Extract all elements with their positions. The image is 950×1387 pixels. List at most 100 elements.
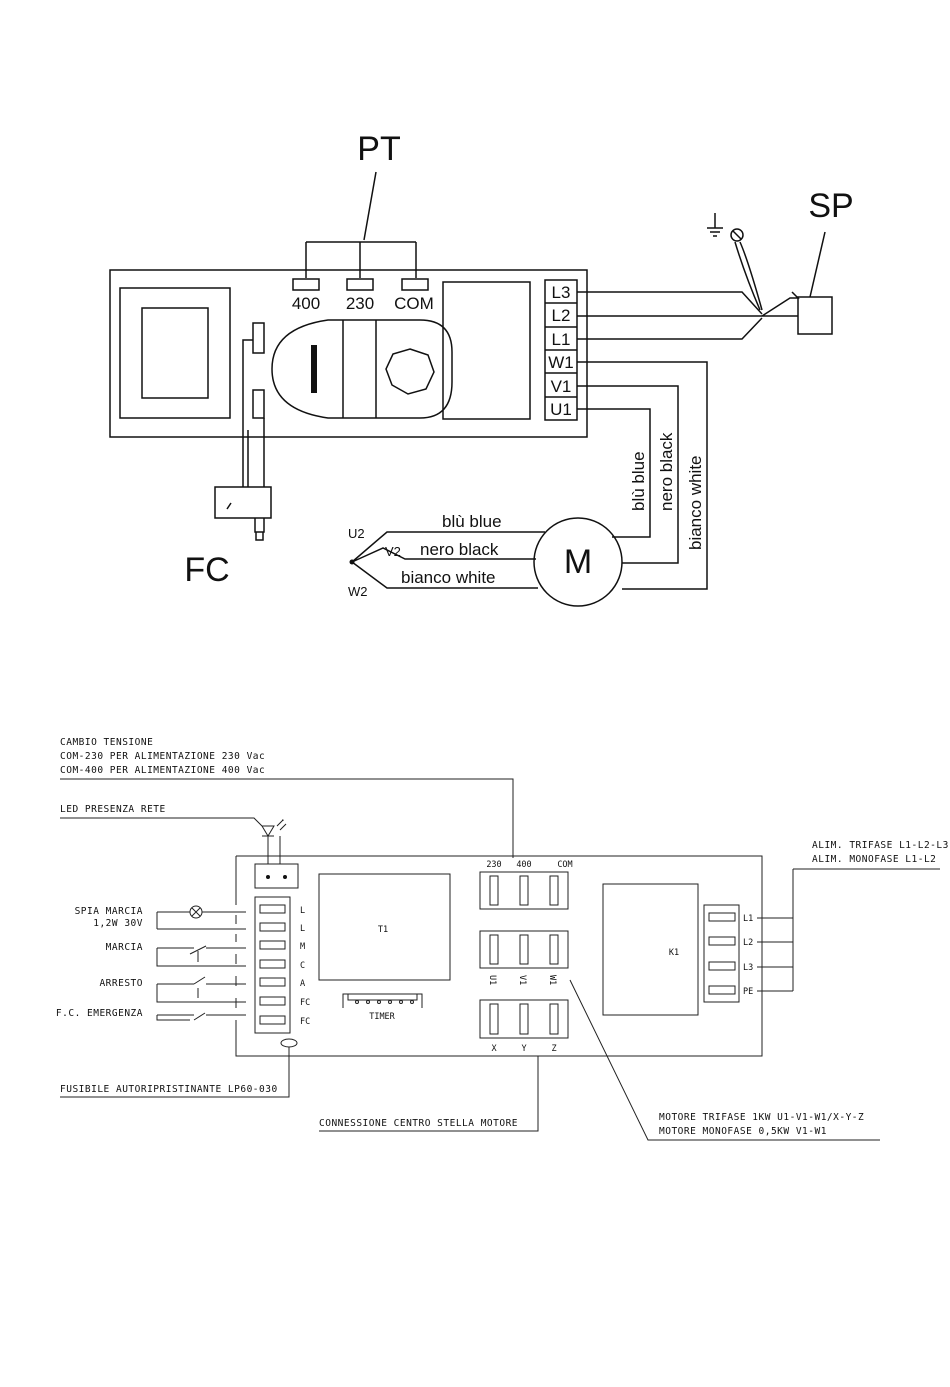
wire-label-black-h: nero black	[420, 540, 499, 559]
contactor-k1	[602, 883, 699, 1016]
wire-label-white-h: bianco white	[401, 568, 496, 587]
terminal-v1: V1	[551, 377, 572, 396]
motore-leader	[569, 979, 880, 1141]
motor-end-v2: V2	[385, 544, 401, 559]
top-diagram: PT SP FC 400 230 COM L3 L2 L1 W1	[109, 130, 854, 607]
motor-end-w2: W2	[348, 584, 368, 599]
spia-rating-label: 1,2W 30V	[93, 918, 143, 929]
led-pin-1	[266, 875, 270, 879]
fc-emergenza-label: F.C. EMERGENZA	[56, 1008, 143, 1019]
pcb-outline	[235, 855, 763, 1057]
wire-label-black-v: nero black	[657, 432, 676, 511]
t1-label: T1	[378, 925, 388, 935]
switch-dividers	[342, 320, 377, 418]
bottom-diagram: CAMBIO TENSIONE COM-230 PER ALIMENTAZION…	[56, 737, 949, 1141]
cambio-leader	[60, 778, 514, 858]
selector-com	[401, 278, 429, 291]
supply-term-pe: PE	[743, 987, 753, 997]
selector-400	[292, 278, 320, 291]
supply-term-l2: L2	[743, 938, 753, 948]
motor-term-v1: V1	[517, 975, 527, 985]
star-terminal-block	[479, 999, 569, 1039]
timer-label: TIMER	[369, 1012, 395, 1022]
earth-wires	[734, 241, 763, 311]
fc-label: FC	[184, 551, 229, 589]
fc-plunger	[226, 502, 265, 541]
led-pin-2	[283, 875, 287, 879]
selector-230	[346, 278, 374, 291]
board-panel-left	[119, 287, 231, 419]
motor	[533, 517, 623, 607]
connessione-label: CONNESSIONE CENTRO STELLA MOTORE	[319, 1118, 518, 1129]
left-term-fc-2: FC	[300, 1017, 310, 1027]
selector-label-400: 400	[292, 294, 320, 313]
spia-marcia-label: SPIA MARCIA	[75, 906, 143, 917]
motor-terminal-block	[479, 930, 569, 969]
terminal-u1: U1	[550, 400, 572, 419]
supply-term-l1: L1	[743, 914, 753, 924]
marcia-button-icon	[156, 945, 246, 967]
left-term-m: M	[300, 942, 305, 952]
supply-cable	[577, 291, 763, 340]
plug-prongs	[761, 291, 800, 317]
left-terminal-slots	[259, 904, 286, 1025]
fc-limit-switch	[214, 486, 272, 519]
motor-terminal-slots	[489, 934, 559, 965]
fusibile-label: FUSIBILE AUTORIPRISTINANTE LP60-030	[60, 1084, 278, 1095]
off-symbol-icon	[385, 348, 435, 395]
switch-body	[271, 319, 453, 419]
supply-terminal-slots	[708, 912, 736, 995]
led-leader	[60, 817, 263, 827]
timer-connector	[342, 993, 423, 1008]
volt-label-400: 400	[516, 860, 531, 870]
alim-trifase-label: ALIM. TRIFASE L1-L2-L3	[812, 840, 949, 851]
voltage-selector-slots	[489, 875, 559, 906]
volt-label-230: 230	[486, 860, 501, 870]
cambio-400: COM-400 PER ALIMENTAZIONE 400 Vac	[60, 765, 265, 776]
terminal-l1: L1	[552, 330, 571, 349]
terminal-l3: L3	[552, 283, 571, 302]
fuse-icon	[280, 1038, 298, 1048]
motore-monofase-label: MOTORE MONOFASE 0,5KW V1-W1	[659, 1126, 827, 1137]
marcia-label: MARCIA	[106, 942, 143, 953]
motor-term-u1: U1	[487, 975, 497, 985]
star-term-y: Y	[521, 1044, 526, 1054]
on-symbol-icon	[311, 345, 317, 393]
supply-terminal-block	[703, 904, 740, 1003]
motor-label: M	[564, 543, 592, 581]
star-term-z: Z	[551, 1044, 556, 1054]
fc-emergenza-switch-icon	[156, 1012, 246, 1021]
left-term-l-1: L	[300, 906, 305, 916]
earth-screw-icon	[730, 228, 744, 242]
fc-wires	[242, 339, 265, 487]
alim-monofase-label: ALIM. MONOFASE L1-L2	[812, 854, 936, 865]
sp-plug	[797, 296, 833, 335]
k1-label: K1	[669, 948, 679, 958]
star-term-x: X	[491, 1044, 497, 1054]
led-housing	[254, 863, 299, 889]
terminal-w1: W1	[548, 353, 574, 372]
board-panel-right	[442, 281, 531, 420]
wire-label-blue-v: blù blue	[629, 451, 648, 511]
selector-label-com: COM	[394, 294, 434, 313]
earth-screw-slot	[732, 230, 742, 240]
left-term-fc-1: FC	[300, 998, 310, 1008]
star-point	[349, 559, 355, 565]
motor-star-wires	[351, 531, 545, 589]
timer-pins	[355, 1000, 414, 1004]
sp-label: SP	[808, 187, 853, 225]
wire-u1-blue	[577, 408, 651, 538]
selector-label-230: 230	[346, 294, 374, 313]
fc-contact-upper	[252, 322, 265, 354]
supply-term-l3: L3	[743, 963, 753, 973]
fusibile-leader	[60, 1047, 290, 1098]
wire-label-blue-h: blù blue	[442, 512, 502, 531]
wire-w1-white	[577, 361, 708, 590]
motore-trifase-label: MOTORE TRIFASE 1KW U1-V1-W1/X-Y-Z	[659, 1112, 864, 1123]
control-board	[109, 269, 588, 438]
terminal-dividers	[545, 302, 577, 398]
spia-lamp-cross	[191, 907, 201, 917]
connessione-leader	[319, 1056, 539, 1132]
arresto-label: ARRESTO	[99, 978, 143, 989]
